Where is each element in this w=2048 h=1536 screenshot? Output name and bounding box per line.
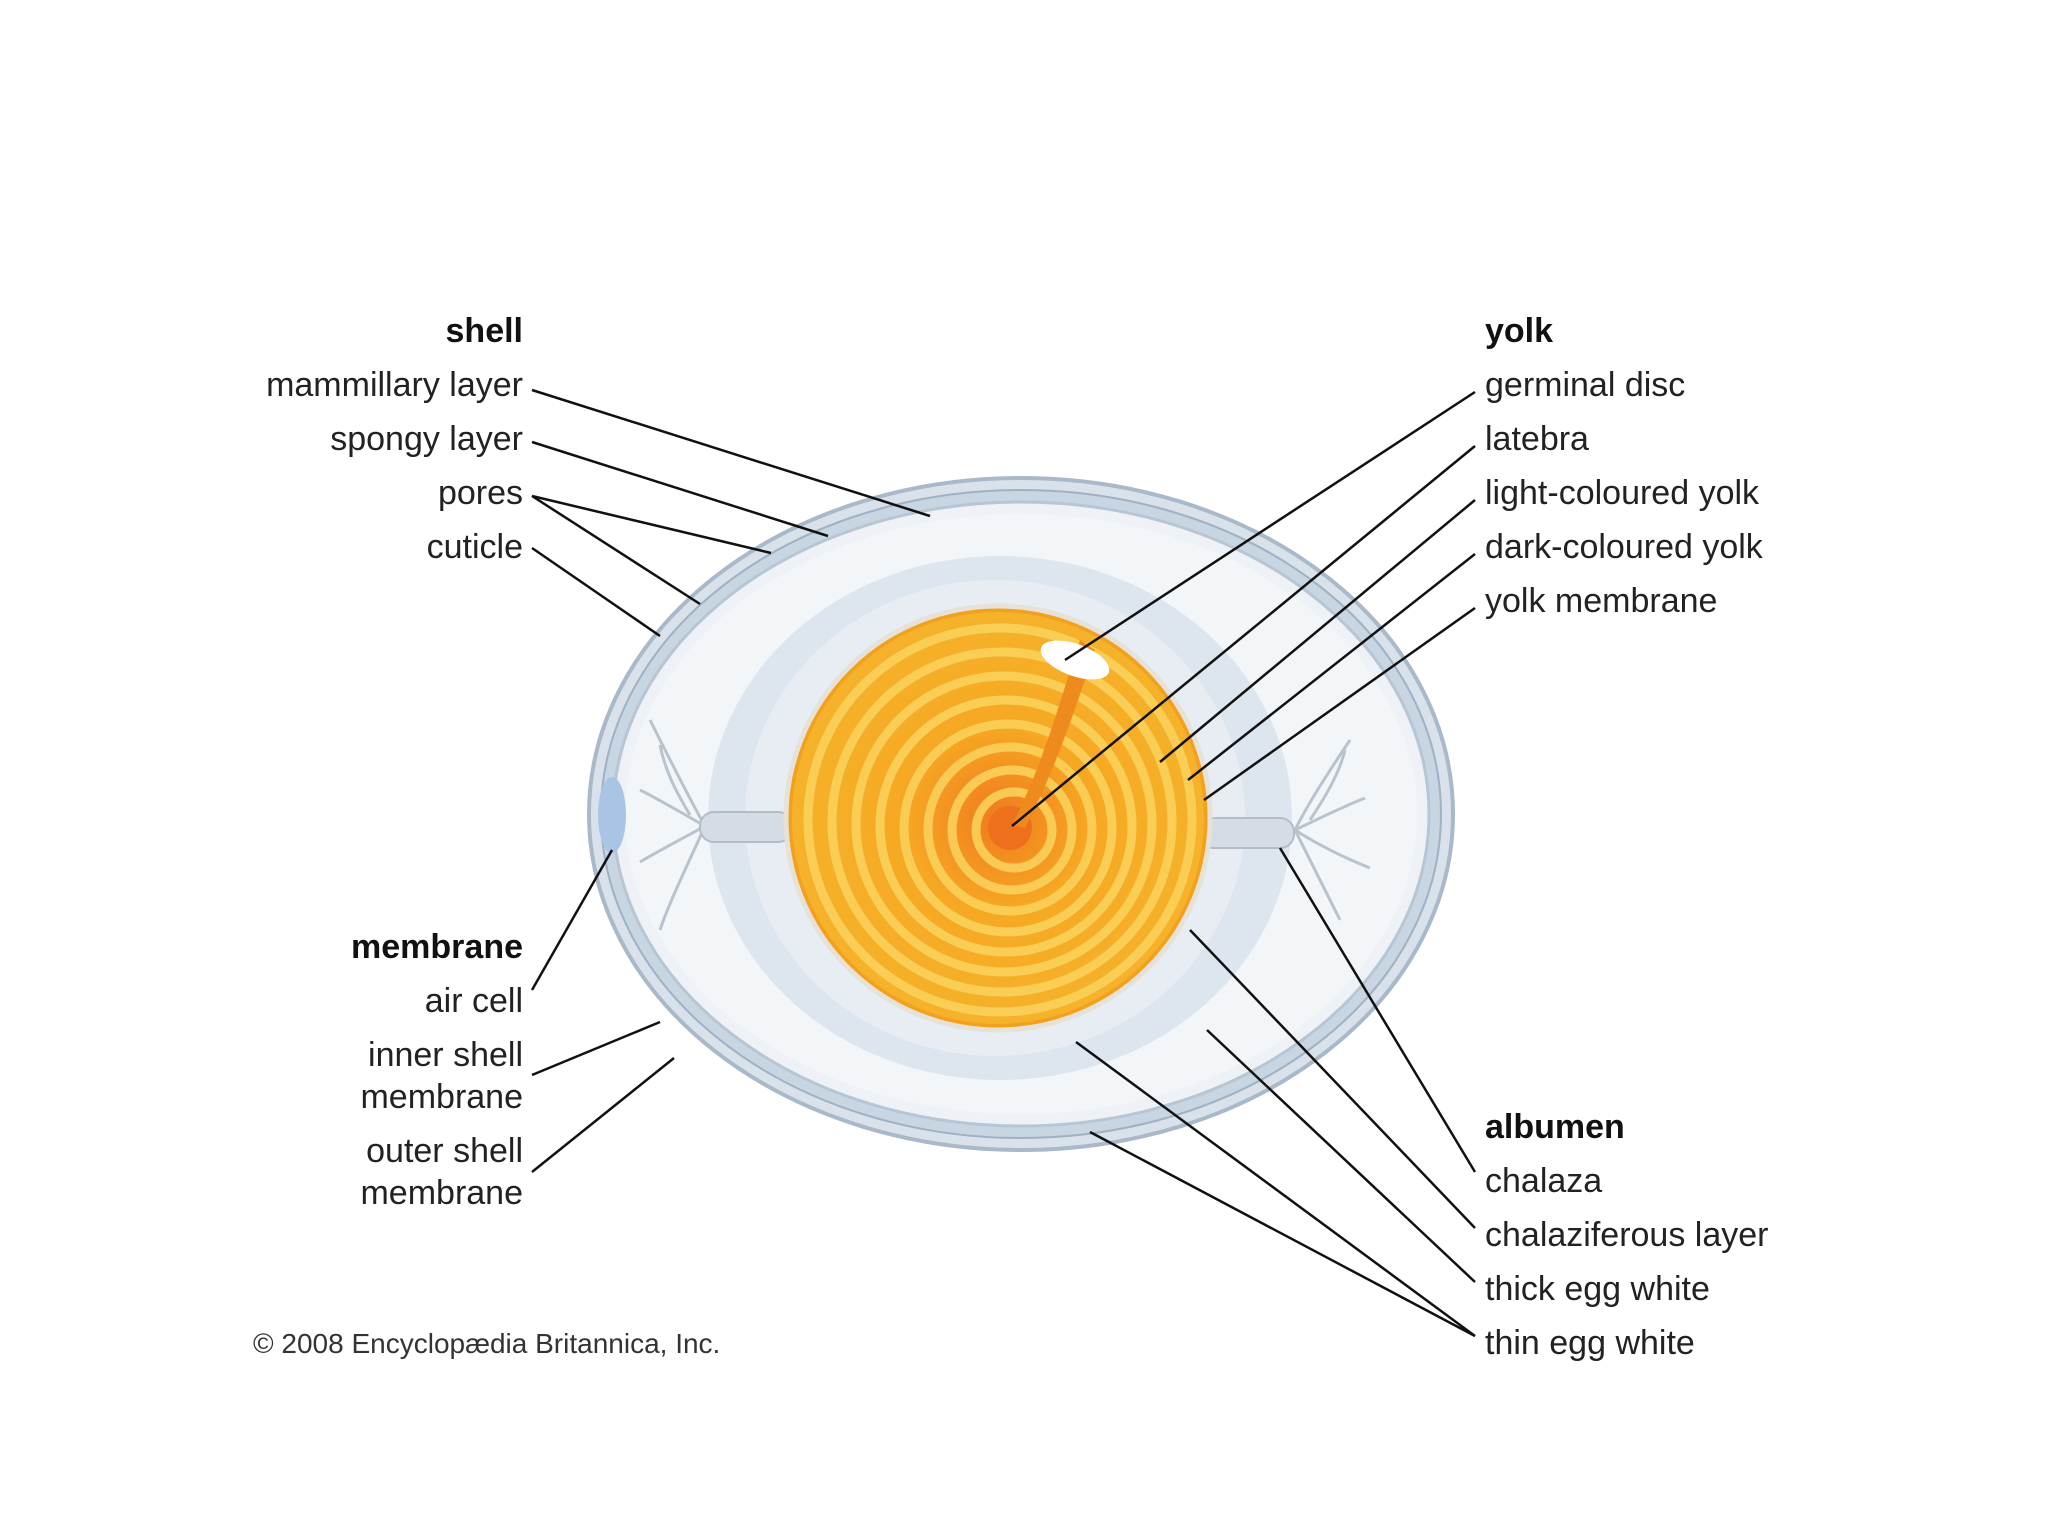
yolk-heading: yolk <box>1485 312 1554 350</box>
chalaza-left-cord <box>699 811 793 843</box>
label-germinal-disc: germinal disc <box>1485 366 1686 404</box>
label-air-cell: air cell <box>424 982 523 1020</box>
membrane-heading: membrane <box>351 928 523 966</box>
label-light-coloured-yolk: light-coloured yolk <box>1485 474 1760 512</box>
air-cell <box>598 777 626 853</box>
germinal-disc <box>1040 640 1110 680</box>
label-spongy-layer: spongy layer <box>330 420 523 458</box>
label-thick-egg-white: thick egg white <box>1485 1270 1710 1308</box>
label-chalaziferous-layer: chalaziferous layer <box>1485 1216 1769 1254</box>
albumen-heading: albumen <box>1485 1108 1625 1146</box>
label-mammillary-layer: mammillary layer <box>266 366 523 404</box>
shell-heading: shell <box>445 312 523 350</box>
label-chalaza: chalaza <box>1485 1162 1603 1200</box>
label-cuticle: cuticle <box>426 528 523 566</box>
yolk-rings <box>803 623 1197 1017</box>
label-pores: pores <box>437 474 523 512</box>
label-latebra: latebra <box>1485 420 1589 458</box>
copyright-notice: © 2008 Encyclopædia Britannica, Inc. <box>253 1328 721 1359</box>
label-inner-shell-membrane: inner shell membrane <box>360 1036 523 1116</box>
latebra-neck <box>1012 640 1095 828</box>
label-outer-shell-membrane: outer shell membrane <box>360 1132 523 1212</box>
label-thin-egg-white: thin egg white <box>1485 1324 1695 1362</box>
leader-lines <box>530 388 1477 1338</box>
label-yolk-membrane: yolk membrane <box>1485 582 1718 620</box>
label-dark-coloured-yolk: dark-coloured yolk <box>1485 528 1763 566</box>
